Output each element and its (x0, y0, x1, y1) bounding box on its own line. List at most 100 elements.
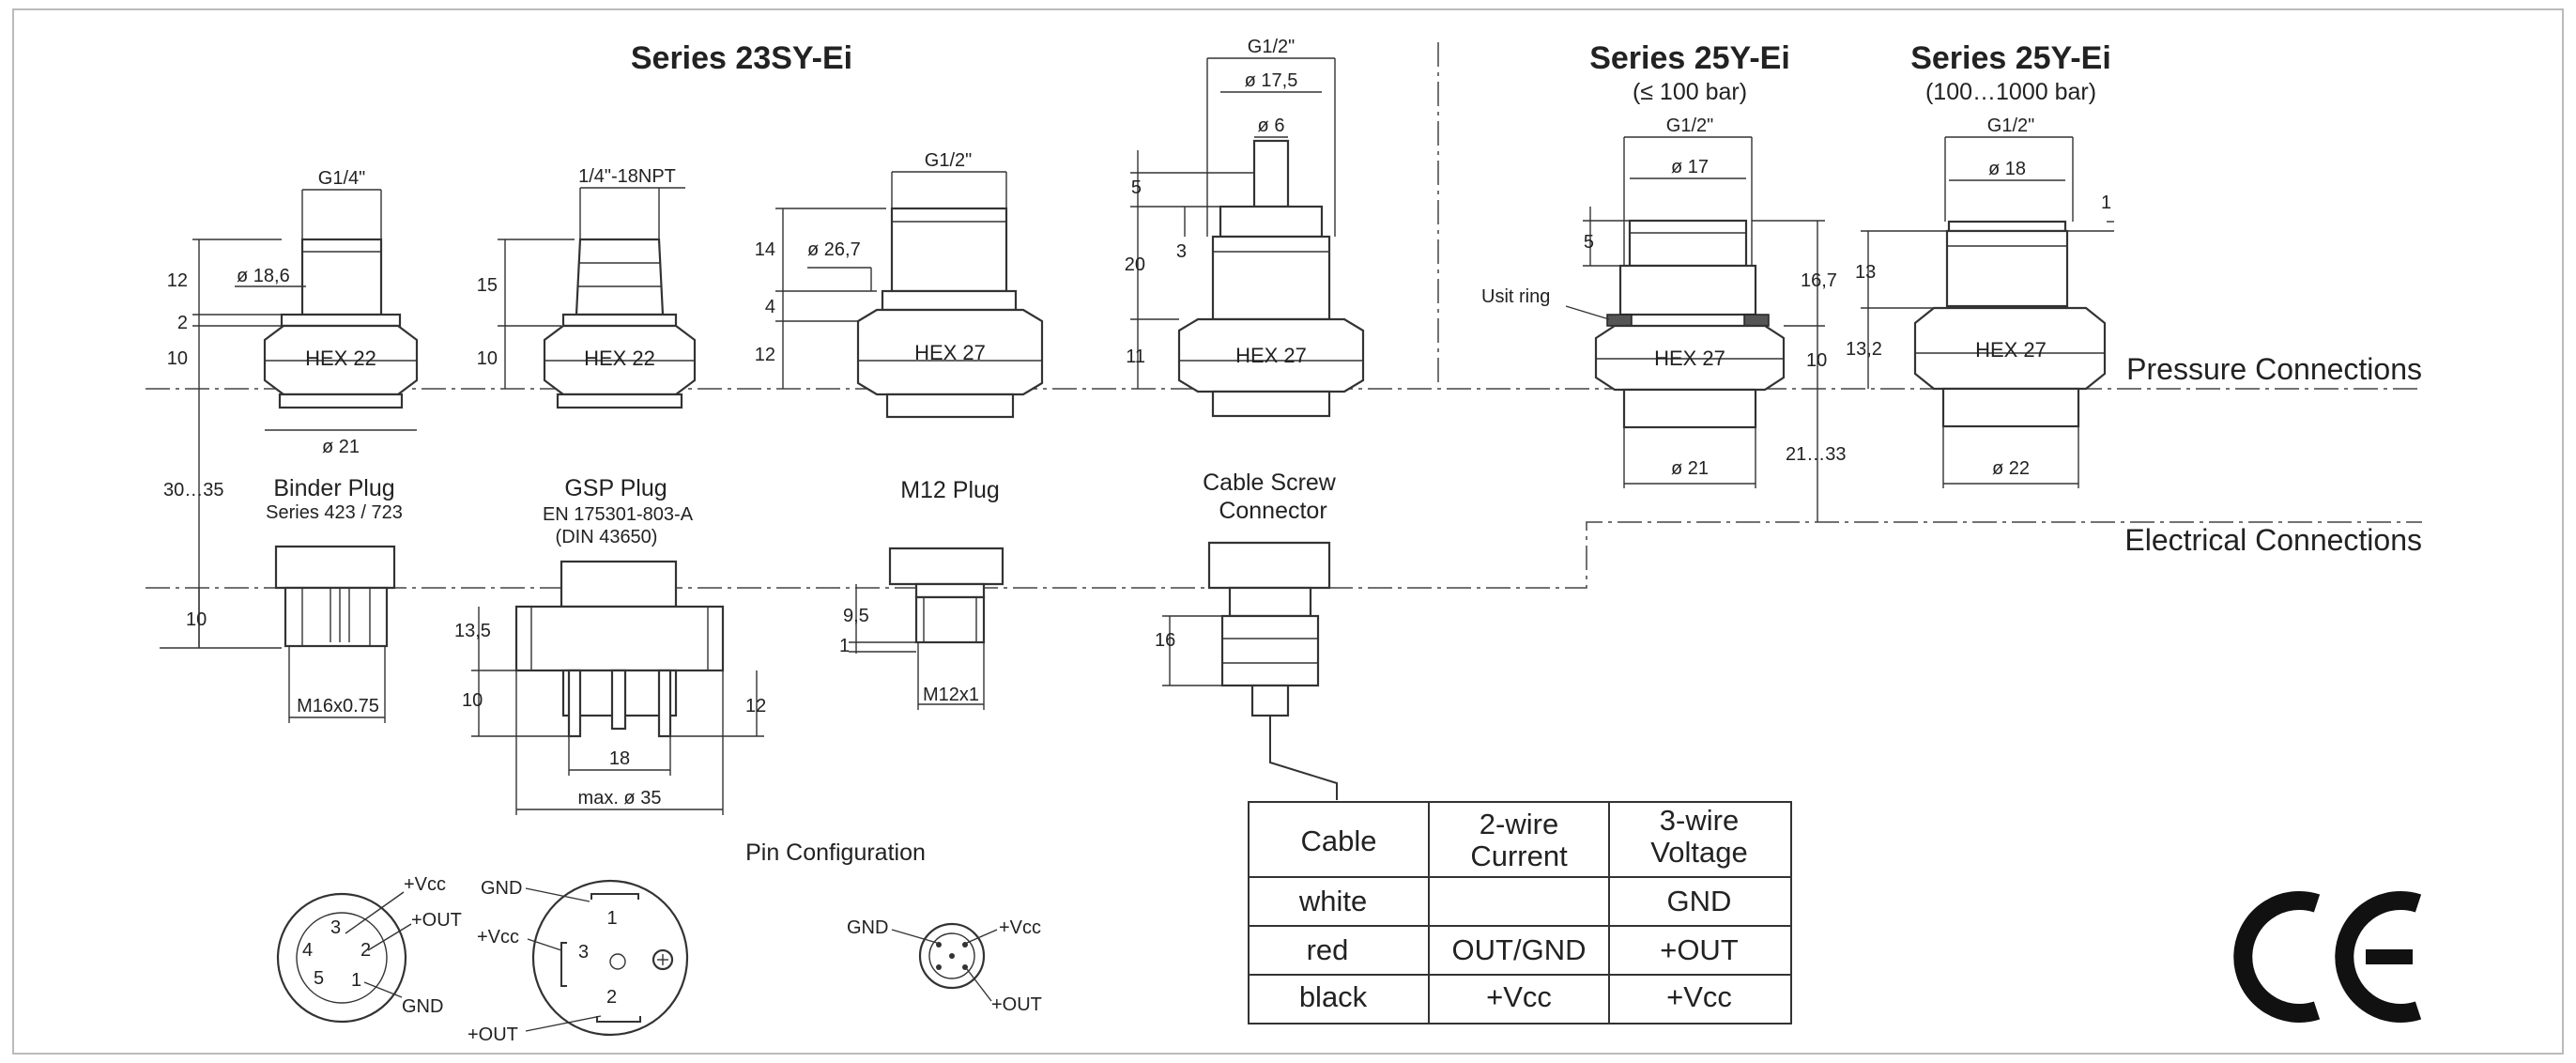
svg-text:G1/2": G1/2" (1987, 116, 2034, 136)
svg-text:5: 5 (1131, 177, 1142, 198)
svg-text:18: 18 (609, 748, 630, 769)
binder-plug-title: Binder Plug (273, 475, 394, 501)
gsp-plug-din: (DIN 43650) (556, 527, 658, 547)
svg-text:ø 17,5: ø 17,5 (1245, 70, 1298, 91)
m12-plug-drawing: 9,5 1 M12x1 (839, 547, 1004, 710)
svg-text:G1/2": G1/2" (925, 150, 972, 171)
svg-text:HEX 22: HEX 22 (584, 347, 655, 370)
svg-text:1: 1 (839, 636, 850, 656)
svg-text:12: 12 (167, 270, 188, 291)
svg-text:2: 2 (360, 940, 371, 961)
svg-text:16: 16 (1155, 630, 1175, 651)
svg-text:11: 11 (1126, 347, 1145, 367)
svg-text:HEX 27: HEX 27 (1654, 347, 1725, 370)
electrical-reference-line (146, 521, 2422, 589)
series-23sy-title: Series 23SY-Ei (631, 40, 852, 76)
svg-text:+Vcc: +Vcc (404, 874, 446, 895)
svg-text:ø 21: ø 21 (322, 437, 360, 457)
table-row-red-color: red (1307, 933, 1349, 966)
svg-text:ø 18,6: ø 18,6 (237, 266, 290, 286)
svg-text:1/4"-18NPT: 1/4"-18NPT (578, 166, 676, 187)
table-row-red-3wire: +OUT (1660, 933, 1739, 966)
svg-text:max. ø 35: max. ø 35 (578, 788, 662, 809)
svg-text:+OUT: +OUT (468, 1024, 518, 1045)
svg-text:3: 3 (1176, 241, 1187, 262)
series-25y-low-range: (≤ 100 bar) (1633, 79, 1747, 105)
ce-mark (2233, 891, 2422, 1023)
svg-text:1: 1 (606, 908, 617, 929)
svg-text:1: 1 (2101, 193, 2111, 213)
gsp-pin-diagram: 1 3 2 GND +Vcc +OUT (468, 878, 689, 1045)
series-25y-high-title: Series 25Y-Ei (1910, 40, 2111, 76)
table-row-white-3wire: GND (1667, 885, 1732, 917)
svg-text:3: 3 (330, 917, 341, 938)
binder-plug-series: Series 423 / 723 (266, 502, 403, 523)
svg-text:M16x0.75: M16x0.75 (297, 696, 379, 716)
series-25y-high-range: (100…1000 bar) (1925, 79, 2096, 105)
svg-text:30…35: 30…35 (163, 480, 224, 501)
table-header-voltage: Voltage (1650, 836, 1747, 869)
svg-text:GND: GND (847, 917, 888, 938)
fitting-g1-2-b: HEX 27 G1/2" ø 17,5 ø 6 5 3 20 11 (1125, 37, 1365, 418)
pressure-connections-label: Pressure Connections (2126, 352, 2422, 386)
table-row-black-3wire: +Vcc (1666, 980, 1732, 1013)
table-row-black-2wire: +Vcc (1486, 980, 1552, 1013)
cable-table: Cable 2-wire Current 3-wire Voltage whit… (1248, 801, 1792, 1024)
svg-text:Usit ring: Usit ring (1481, 286, 1550, 307)
svg-text:ø 17: ø 17 (1671, 157, 1709, 177)
svg-text:GND: GND (402, 996, 443, 1017)
usit-ring-right (1743, 314, 1770, 327)
m12-plug-title: M12 Plug (900, 477, 1000, 503)
svg-text:13: 13 (1855, 262, 1876, 283)
svg-text:13,2: 13,2 (1846, 339, 1882, 360)
svg-text:HEX 22: HEX 22 (305, 347, 376, 370)
fitting-25y-high: HEX 27 G1/2" ø 18 ø 22 1 13 13,2 (1846, 116, 2114, 488)
svg-text:HEX 27: HEX 27 (914, 341, 986, 364)
svg-text:12: 12 (745, 696, 766, 716)
series-25y-low-title: Series 25Y-Ei (1589, 40, 1790, 76)
sheet-border (12, 8, 2564, 1055)
table-row-black-color: black (1299, 980, 1368, 1013)
svg-text:12: 12 (755, 345, 775, 365)
svg-text:10: 10 (1806, 350, 1827, 371)
svg-text:M12x1: M12x1 (923, 685, 979, 705)
svg-text:5: 5 (1584, 232, 1594, 253)
gsp-plug-standard: EN 175301-803-A (543, 504, 694, 525)
fitting-g1-4: HEX 22 G1/4" ø 18,6 ø 21 12 2 10 30…35 (160, 168, 419, 649)
fitting-g1-2-a: HEX 27 G1/2" ø 26,7 14 4 12 (755, 150, 1044, 419)
svg-text:15: 15 (477, 275, 498, 296)
svg-text:ø 26,7: ø 26,7 (807, 239, 861, 260)
svg-text:2: 2 (606, 987, 617, 1008)
cable-screw-title: Cable Screw (1203, 470, 1337, 496)
svg-text:10: 10 (462, 690, 483, 711)
m12-pin-diagram: GND +Vcc +OUT (847, 917, 1042, 1015)
table-header-cable: Cable (1301, 824, 1377, 857)
svg-text:HEX 27: HEX 27 (1975, 338, 2047, 362)
svg-text:G1/2": G1/2" (1666, 116, 1713, 136)
cable-screw-drawing: 16 (1155, 541, 1338, 800)
svg-text:20: 20 (1125, 254, 1145, 275)
electrical-connections-label: Electrical Connections (2124, 523, 2422, 557)
svg-text:ø 18: ø 18 (1988, 159, 2026, 179)
table-header-current: Current (1470, 840, 1568, 872)
svg-text:2: 2 (177, 313, 188, 333)
svg-text:1: 1 (351, 970, 361, 991)
usit-ring-left (1606, 314, 1633, 327)
binder-plug-drawing: 10 M16x0.75 (186, 545, 396, 723)
svg-text:G1/4": G1/4" (318, 168, 365, 189)
cable-screw-title-2: Connector (1219, 498, 1326, 524)
svg-text:5: 5 (314, 968, 324, 989)
svg-text:14: 14 (755, 239, 775, 260)
svg-text:16,7: 16,7 (1801, 270, 1837, 291)
table-header-2wire: 2-wire (1480, 808, 1558, 840)
svg-text:ø 21: ø 21 (1671, 458, 1709, 479)
svg-text:4: 4 (765, 297, 775, 317)
svg-text:+OUT: +OUT (991, 994, 1042, 1015)
svg-text:13,5: 13,5 (454, 621, 491, 641)
svg-text:10: 10 (477, 348, 498, 369)
svg-text:10: 10 (186, 609, 207, 630)
svg-text:ø 22: ø 22 (1992, 458, 2030, 479)
svg-text:ø 6: ø 6 (1258, 116, 1285, 136)
fitting-25y-low: HEX 27 Usit ring G1/2" ø 17 ø 21 5 16,7 … (1481, 116, 1847, 522)
svg-text:+Vcc: +Vcc (999, 917, 1041, 938)
